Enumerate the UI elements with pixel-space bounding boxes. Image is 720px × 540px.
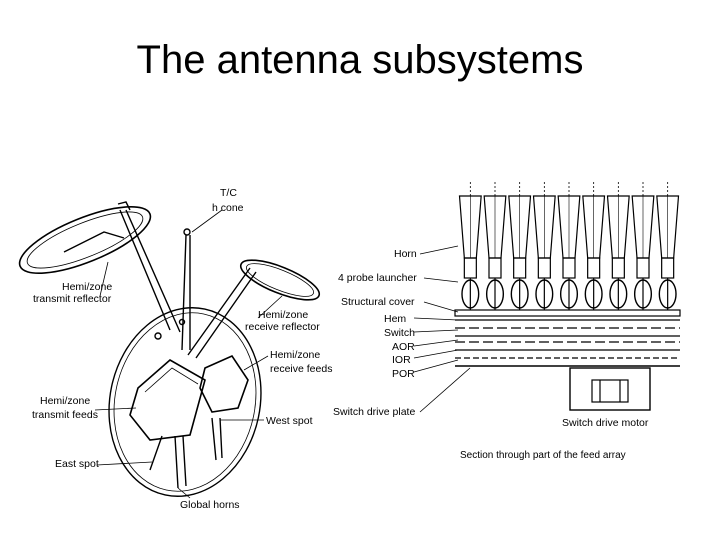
slide-title: The antenna subsystems <box>136 38 584 82</box>
label-ior: IOR <box>392 354 411 366</box>
label-por: POR <box>392 368 415 380</box>
label-west-spot: West spot <box>266 415 313 427</box>
label-tx-reflector-2: transmit reflector <box>33 293 112 305</box>
horn <box>458 182 482 310</box>
left-figure-labels: T/C h cone Hemi/zone transmit reflector … <box>32 187 332 511</box>
hemi-zone-receive-feeds <box>199 354 249 413</box>
horn <box>582 182 606 310</box>
right-leader-lines <box>413 245 471 413</box>
switch-drive-motor <box>569 367 651 411</box>
hemi-zone-receive-reflector <box>239 259 321 301</box>
feed-layers <box>454 309 681 367</box>
label-switch: Switch <box>384 327 415 339</box>
label-aor: AOR <box>392 341 415 353</box>
hemi-zone-transmit-feeds <box>129 359 206 441</box>
label-tx-reflector-1: Hemi/zone <box>62 281 112 293</box>
label-rx-feeds-2: receive feeds <box>270 363 332 375</box>
horn-row <box>458 182 680 310</box>
horn <box>557 182 581 310</box>
label-horn: Horn <box>394 248 417 260</box>
label-probe-launcher: 4 probe launcher <box>338 272 417 284</box>
label-tc-2: h cone <box>212 202 244 214</box>
label-rx-reflector-2: receive reflector <box>245 321 320 333</box>
feed-array-section <box>454 182 681 411</box>
label-global-horns: Global horns <box>180 499 240 511</box>
horn <box>656 182 680 310</box>
spacecraft-antenna-drawing <box>18 201 321 497</box>
hemi-zone-transmit-reflector <box>18 201 152 275</box>
horn <box>631 182 655 310</box>
horn <box>483 182 507 310</box>
label-rx-feeds-1: Hemi/zone <box>270 349 320 361</box>
horn <box>606 182 630 310</box>
label-tc: T/C <box>220 187 237 199</box>
horn <box>532 182 556 310</box>
label-east-spot: East spot <box>55 458 99 470</box>
label-rx-reflector-1: Hemi/zone <box>258 309 308 321</box>
label-hem: Hem <box>384 313 406 325</box>
label-tx-feeds-2: transmit feeds <box>32 409 98 421</box>
label-structural-cover: Structural cover <box>341 296 415 308</box>
figure-caption: Section through part of the feed array <box>460 450 626 461</box>
label-switch-drive-plate: Switch drive plate <box>333 406 415 418</box>
left-leader-lines <box>94 209 283 499</box>
antenna-platform <box>108 307 262 497</box>
horn <box>508 182 532 310</box>
label-switch-drive-motor: Switch drive motor <box>562 417 649 429</box>
label-tx-feeds-1: Hemi/zone <box>40 395 90 407</box>
right-figure-labels: Horn 4 probe launcher Structural cover H… <box>333 248 649 461</box>
